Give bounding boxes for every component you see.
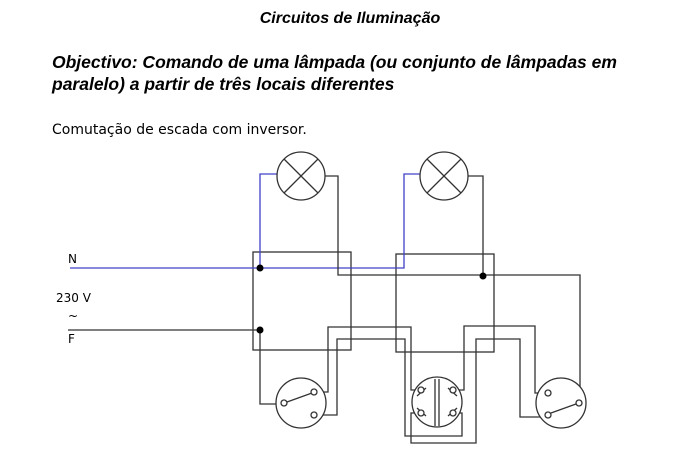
traveller-wires (316, 325, 545, 444)
lamp-2-icon (419, 151, 469, 201)
label-ac: ~ (68, 309, 78, 323)
intermediate-switch-icon (411, 376, 463, 428)
label-phase: F (68, 332, 75, 346)
two-way-switch-2-icon (535, 377, 587, 429)
lamp-return-wires (325, 175, 581, 404)
junction-box-1 (252, 251, 352, 351)
junction-dot (256, 326, 264, 334)
junction-box-2 (395, 253, 495, 353)
junction-dot (479, 272, 487, 280)
page-title: Circuitos de Iluminação (259, 10, 441, 27)
junction-dot (256, 264, 264, 272)
phase-wire (68, 329, 284, 405)
two-way-switch-1-icon (275, 377, 327, 429)
neutral-wire (70, 173, 420, 269)
label-neutral: N (68, 252, 77, 266)
circuit-subtitle: Comutação de escada com inversor. (52, 122, 307, 138)
lamp-1-icon (276, 151, 326, 201)
label-voltage: 230 V (56, 291, 92, 305)
objective-text: Objectivo: Comando de uma lâmpada (ou co… (52, 52, 617, 94)
